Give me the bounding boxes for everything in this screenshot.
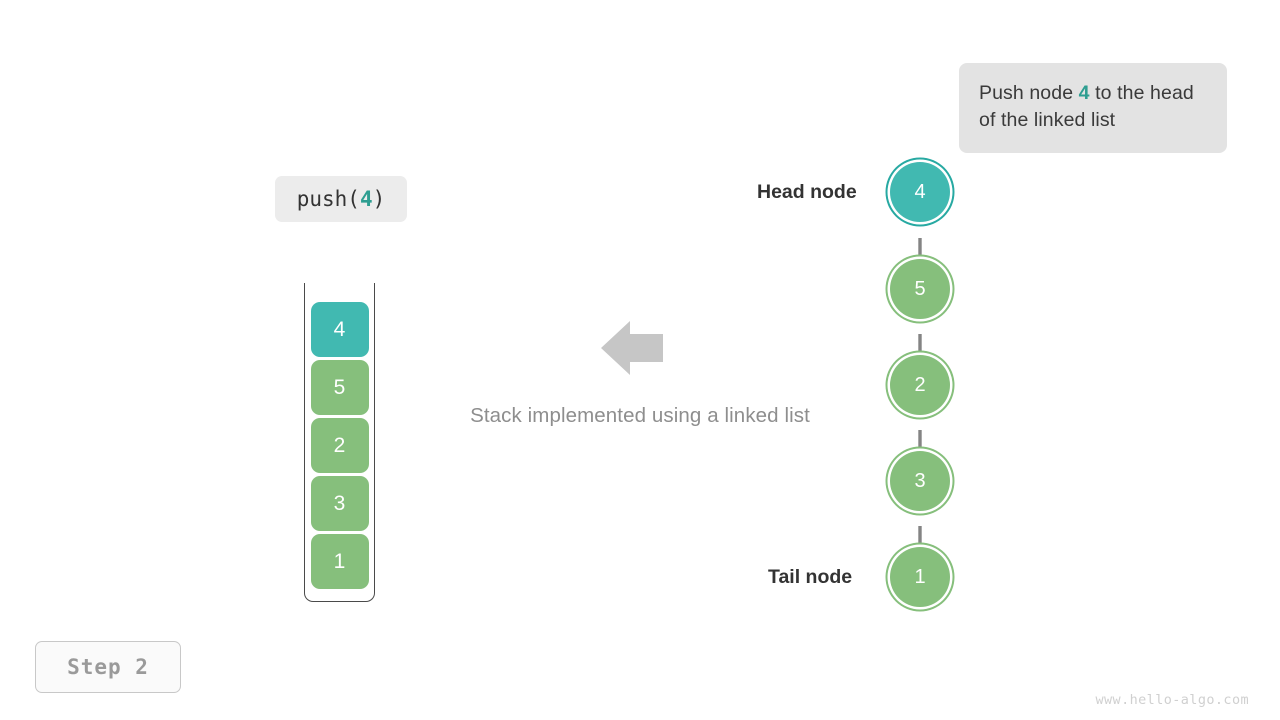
tail-node-label: Tail node [768,566,853,588]
linked-list-node: 3 [890,451,950,511]
stack-cell: 4 [310,302,369,357]
callout-text-prefix: Push node [979,82,1079,104]
head-node-label: Head node [757,181,857,203]
stack-container-walls [304,283,375,602]
operation-argument: 4 [359,187,373,211]
stack-cell: 5 [310,360,369,415]
operation-close-paren: ) [372,187,386,211]
step-badge: Step 2 [35,641,181,693]
stack-cell: 3 [310,476,369,531]
callout-text-suffix: to the head of the linked list [979,82,1194,131]
operation-name: push [296,187,348,211]
operation-open-paren: ( [347,187,360,211]
watermark: www.hello-algo.com [1095,692,1249,708]
operation-label: push(4) [275,176,407,222]
stack-cell: 2 [310,418,369,473]
stack-container: 4 5 2 3 1 [304,283,375,602]
linked-list-diagram: 4 5 2 3 1 [860,150,990,620]
linked-list-node: 2 [890,355,950,415]
callout-highlight-value: 4 [1078,82,1090,104]
diagram-caption: Stack implemented using a linked list [470,404,810,427]
linked-list-node: 4 [890,162,950,222]
callout-box: Push node 4 to the head of the linked li… [959,63,1227,153]
stack-cell: 1 [310,534,369,589]
linked-list-node: 1 [890,547,950,607]
linked-list-node: 5 [890,259,950,319]
stack-cell-list: 4 5 2 3 1 [304,302,375,589]
left-arrow-icon [601,321,663,375]
